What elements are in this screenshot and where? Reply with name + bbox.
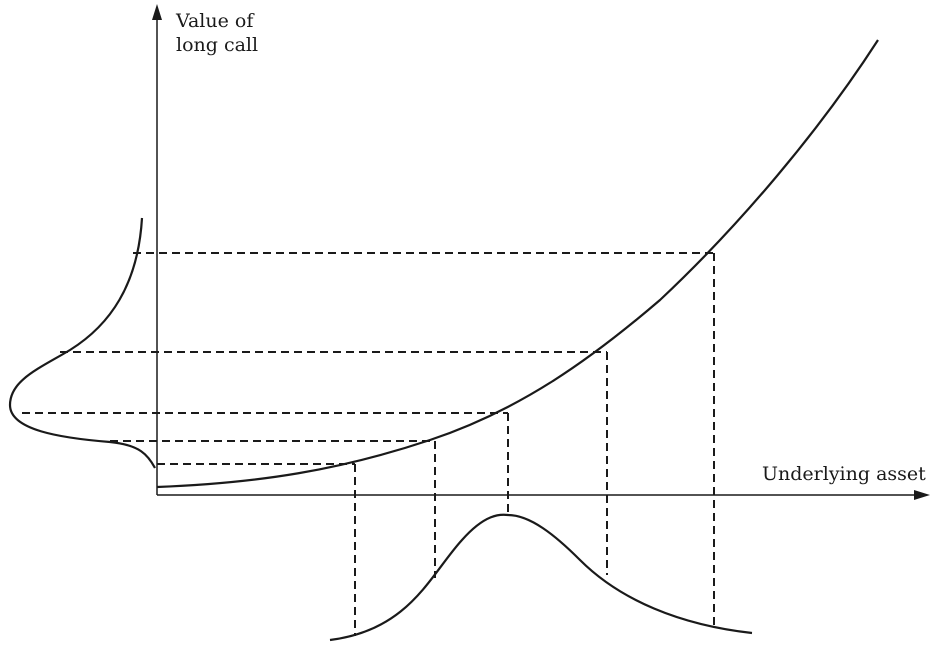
call-value-distribution-curve [8, 217, 156, 469]
axes [152, 4, 930, 500]
y-axis-label: Value of long call [175, 10, 259, 56]
y-axis-label-line-2: long call [176, 34, 258, 56]
x-axis-label: Underlying asset [762, 463, 926, 485]
call-value-curve [156, 39, 879, 489]
y-axis-arrowhead [152, 4, 162, 20]
y-axis-label-line-1: Value of [175, 10, 255, 32]
underlying-distribution-curve [329, 513, 753, 642]
projection-lines [22, 252, 715, 636]
x-axis-arrowhead [914, 490, 930, 500]
